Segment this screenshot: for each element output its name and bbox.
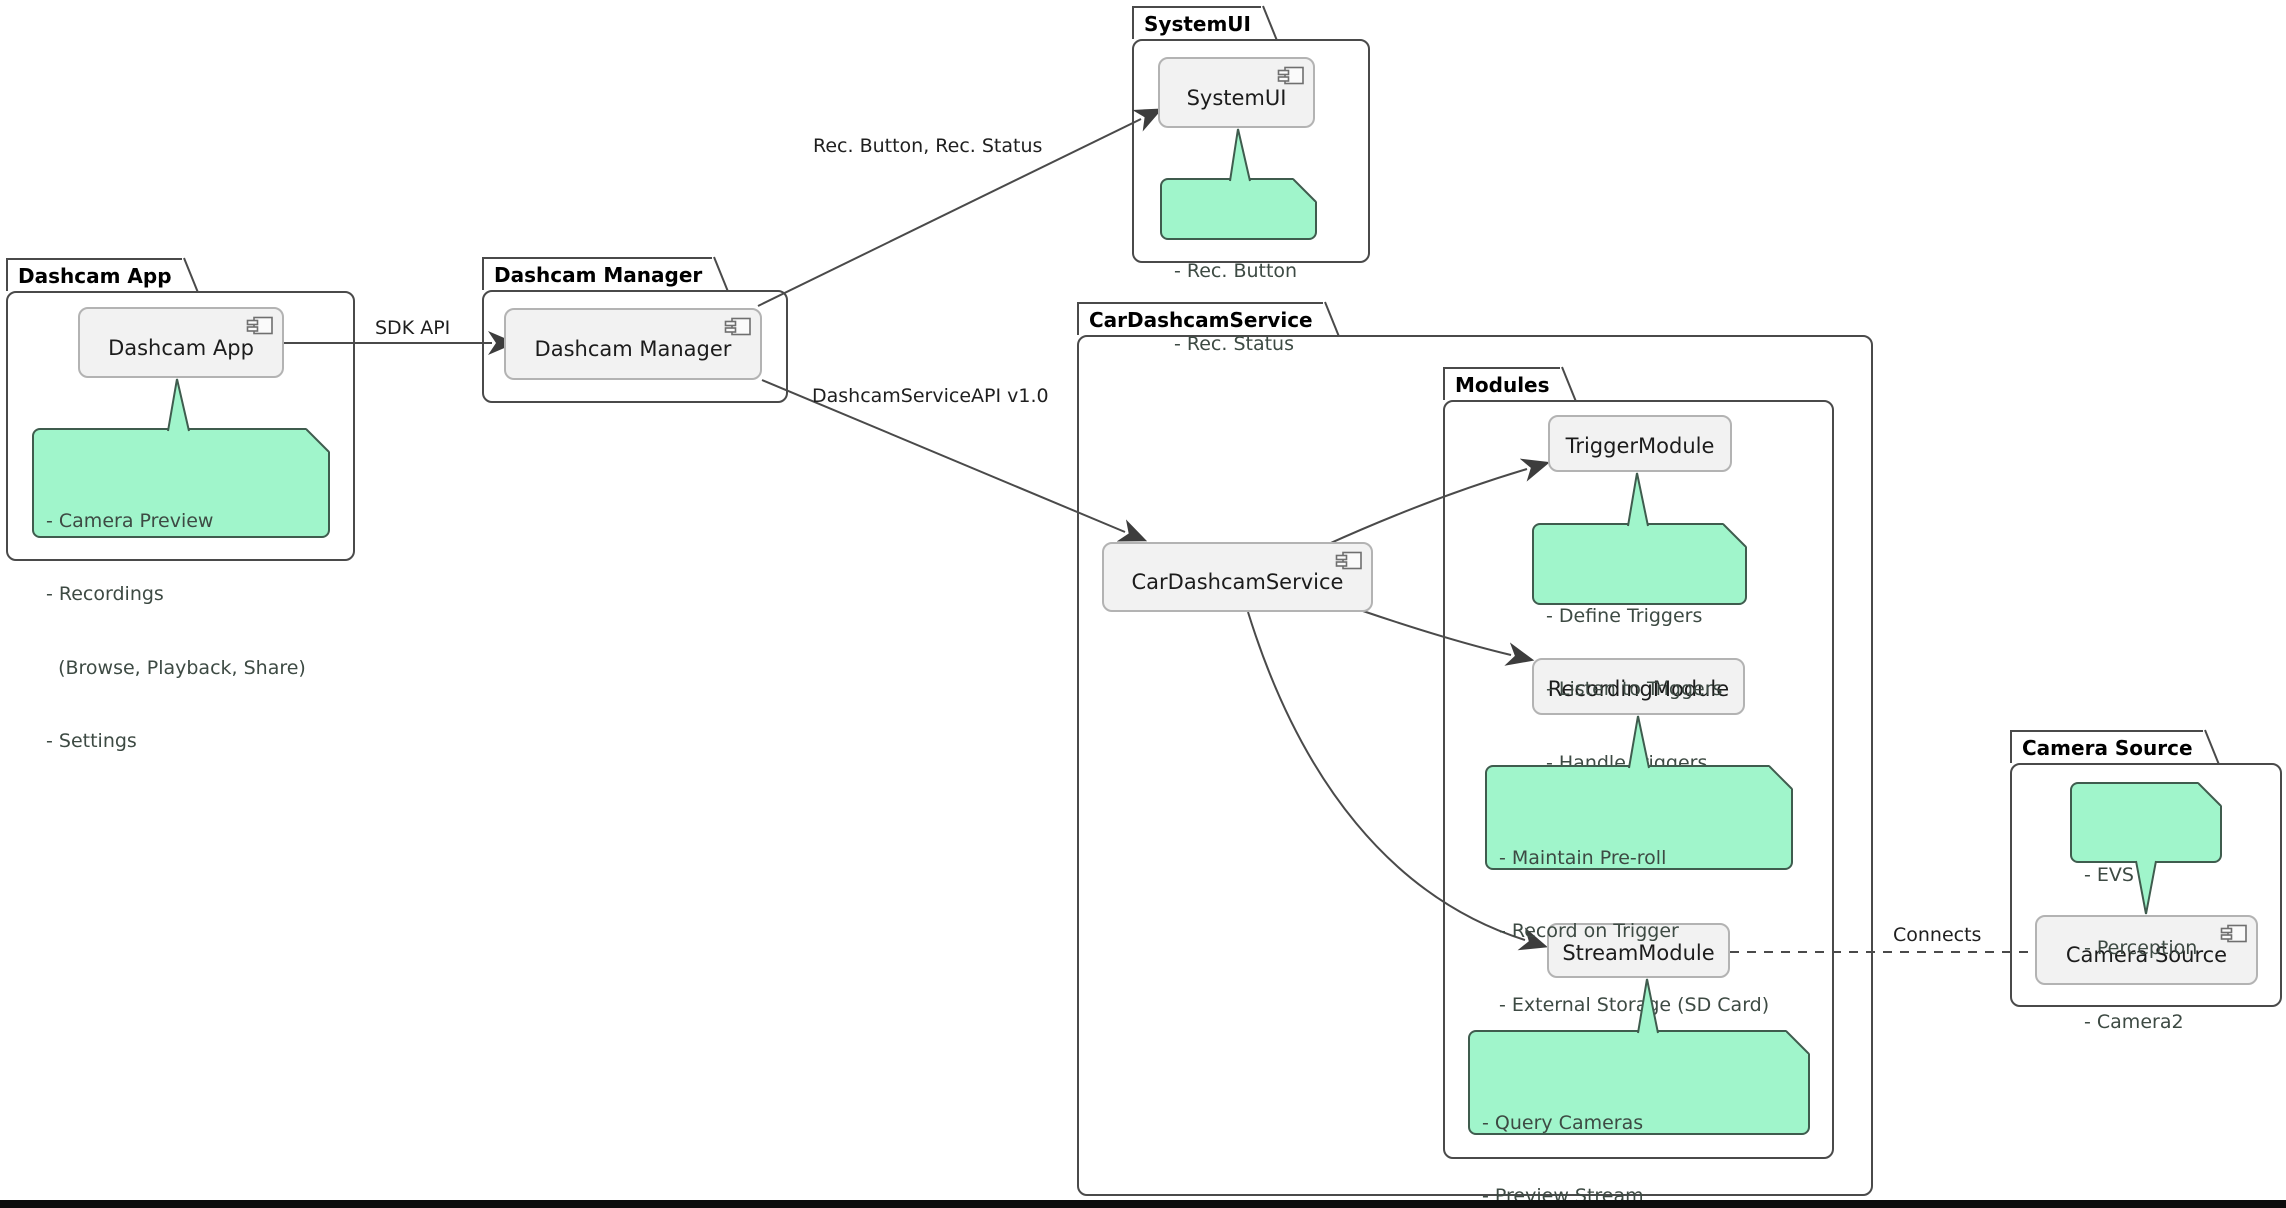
- component-icon: [1335, 551, 1362, 570]
- component-systemui: SystemUI: [1158, 57, 1315, 128]
- component-icon: [246, 316, 273, 335]
- package-car-dashcam-service: CarDashcamService: [1077, 302, 1873, 1196]
- note-camera-source: - EVS - Perception - Camera2: [2070, 782, 2222, 1033]
- note-line: - Camera2: [2084, 1010, 2184, 1033]
- package-modules: Modules: [1443, 367, 1834, 1159]
- component-label: CarDashcamService: [1131, 570, 1344, 594]
- package-camera-source: Camera Source: [2010, 730, 2282, 1007]
- edge-label-connects: Connects: [1893, 924, 1982, 946]
- note-line: - Settings: [46, 730, 137, 752]
- package-title: Dashcam Manager: [494, 263, 703, 287]
- note-line: - Rec. Button: [1174, 259, 1298, 282]
- component-label: TriggerModule: [1565, 433, 1715, 458]
- bottom-bar: [0, 1200, 2286, 1208]
- note-fold-icon: [1786, 1030, 1810, 1054]
- package-title: Modules: [1455, 373, 1550, 397]
- note-fold-icon: [2198, 782, 2222, 806]
- package-title: Dashcam App: [18, 264, 172, 288]
- note-line: - Perception: [2084, 937, 2198, 959]
- component-icon: [1277, 66, 1304, 85]
- component-label: RecordingModule: [1547, 676, 1730, 701]
- note-line: (Browse, Playback, Share): [46, 656, 306, 679]
- note-line: - External Storage (SD Card): [1499, 993, 1770, 1016]
- component-camera-source: Camera Source: [2035, 915, 2258, 985]
- edge-label-sdk-api: SDK API: [375, 317, 451, 339]
- package-title: CarDashcamService: [1089, 308, 1313, 332]
- note-line: - Query Cameras: [1482, 1111, 1644, 1134]
- package-systemui-tab: SystemUI: [1132, 6, 1261, 39]
- component-icon: [2220, 924, 2247, 943]
- component-dashcam-manager: Dashcam Manager: [504, 308, 762, 380]
- note-fold-icon: [1293, 178, 1317, 202]
- package-dashcam-manager: Dashcam Manager: [482, 257, 788, 403]
- note-systemui: - Rec. Button - Rec. Status: [1160, 178, 1317, 355]
- note-fold-icon: [306, 428, 330, 452]
- edge-label-rec-button-status: Rec. Button, Rec. Status: [813, 135, 1043, 157]
- package-camera-source-tab: Camera Source: [2010, 730, 2203, 763]
- component-stream-module: StreamModule: [1547, 923, 1730, 978]
- component-label: StreamModule: [1562, 940, 1715, 965]
- component-label: Camera Source: [2065, 943, 2228, 967]
- note-line: - Record on Trigger: [1499, 920, 1679, 942]
- package-title: Camera Source: [2022, 736, 2193, 760]
- package-modules-tab: Modules: [1443, 367, 1560, 400]
- component-label: SystemUI: [1186, 85, 1287, 110]
- note-fold-icon: [1723, 523, 1747, 547]
- note-line: - Maintain Pre-roll: [1499, 846, 1667, 869]
- note-line: - Define Triggers: [1546, 604, 1703, 627]
- package-title: SystemUI: [1144, 12, 1251, 36]
- component-label: Dashcam App: [108, 335, 254, 360]
- note-line: - EVS: [2084, 863, 2134, 886]
- component-label: Dashcam Manager: [534, 337, 732, 361]
- note-line: - Recordings: [46, 583, 164, 605]
- edge-to-stream-module: [1247, 611, 1548, 951]
- component-car-dashcam-service: CarDashcamService: [1102, 542, 1373, 612]
- component-icon: [724, 317, 751, 336]
- edge-label-dashcam-service-api: DashcamServiceAPI v1.0: [812, 385, 1049, 407]
- edge-rec-button-status: [757, 108, 1163, 307]
- package-car-dashcam-service-tab: CarDashcamService: [1077, 302, 1323, 335]
- note-line: - Camera Preview: [46, 509, 214, 532]
- component-dashcam-app: Dashcam App: [78, 307, 284, 378]
- note-fold-icon: [1769, 765, 1793, 789]
- edge-to-trigger-module: [1323, 458, 1550, 547]
- edge-dashcam-service-api: [761, 379, 1148, 542]
- package-systemui: SystemUI: [1132, 6, 1370, 263]
- package-dashcam-manager-tab: Dashcam Manager: [482, 257, 713, 290]
- component-recording-module: RecordingModule: [1532, 658, 1745, 715]
- note-dashcam-app: - Camera Preview - Recordings (Browse, P…: [32, 428, 330, 752]
- package-dashcam-app: Dashcam App: [6, 258, 355, 561]
- note-line: - Rec. Status: [1174, 333, 1295, 355]
- edge-to-recording-module: [1359, 609, 1535, 666]
- note-recording-module: - Maintain Pre-roll - Record on Trigger …: [1485, 765, 1793, 1089]
- component-trigger-module: TriggerModule: [1548, 415, 1732, 472]
- package-dashcam-app-tab: Dashcam App: [6, 258, 182, 291]
- note-trigger-module: - Define Triggers - Listen to Triggers -…: [1532, 523, 1747, 774]
- note-stream-module: - Query Cameras - Preview Stream - Snaps…: [1468, 1030, 1810, 1207]
- note-line: - Listen to Triggers: [1546, 678, 1723, 700]
